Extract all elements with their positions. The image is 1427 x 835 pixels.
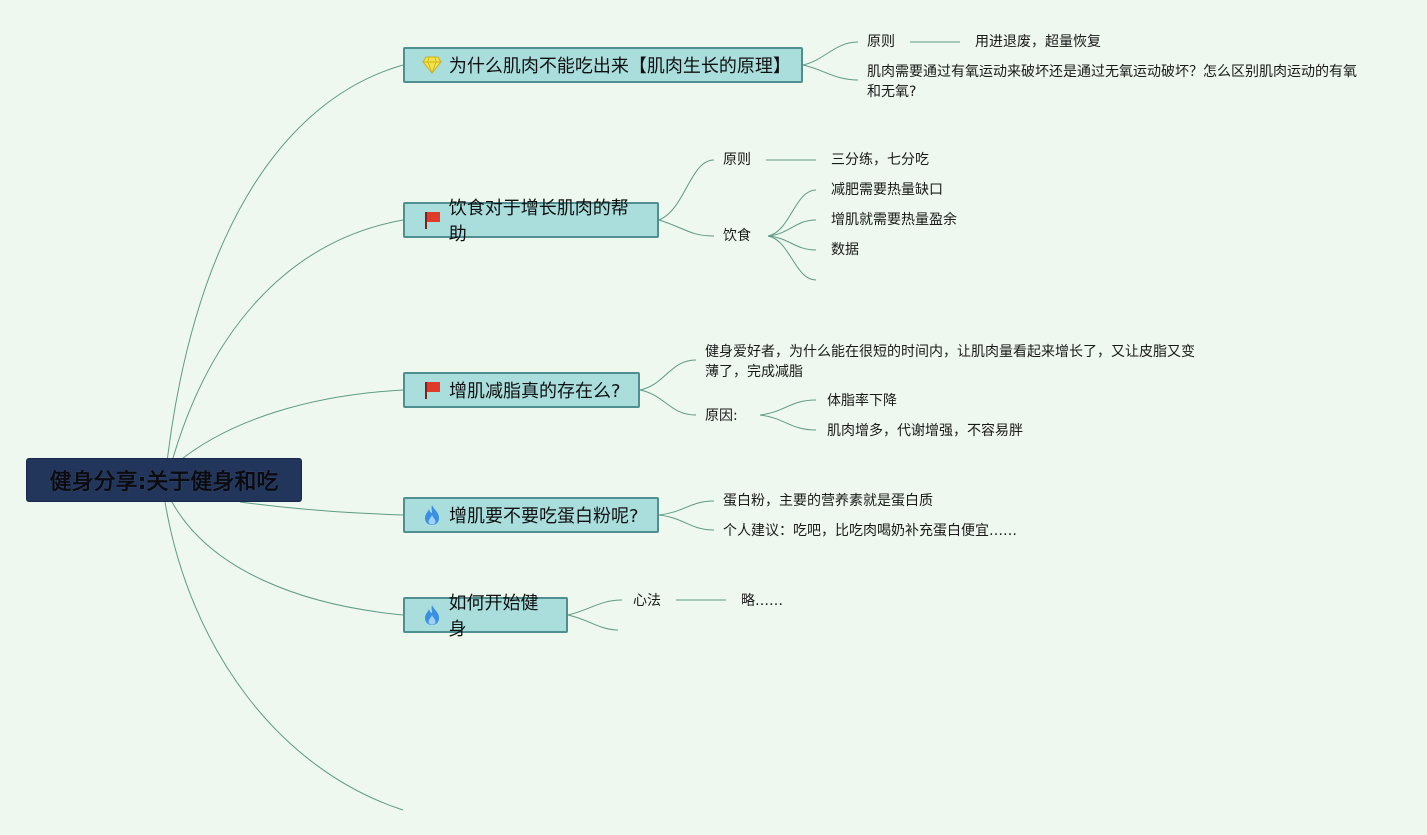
t5-mind-value[interactable]: 略…… bbox=[741, 593, 783, 609]
t3-statement[interactable]: 健身爱好者，为什么能在很短的时间内，让肌肉量看起来增长了，又让皮脂又变薄了，完成… bbox=[705, 344, 1195, 380]
red-flag-icon bbox=[421, 379, 443, 401]
topic-label: 为什么肌肉不能吃出来【肌肉生长的原理】 bbox=[448, 56, 791, 77]
link-t3-reason-2 bbox=[759, 414, 817, 431]
link-root-topic3 bbox=[177, 389, 404, 463]
t2-diet[interactable]: 饮食 bbox=[723, 228, 751, 244]
t3-reason-item[interactable]: 肌肉增多，代谢增强，不容易胖 bbox=[827, 423, 1023, 439]
t2-principle-value[interactable]: 三分练，七分吃 bbox=[831, 152, 929, 168]
link-t2-diet-3 bbox=[767, 235, 817, 251]
link-root-topic5 bbox=[171, 501, 404, 616]
topic-label: 如何开始健身 bbox=[448, 593, 539, 640]
link-t4-2 bbox=[658, 514, 715, 531]
link-root-empty bbox=[164, 501, 404, 811]
link-root-topic1 bbox=[164, 64, 404, 481]
topic-how-to-start[interactable]: 如何开始健身 bbox=[403, 593, 568, 640]
link-t2-diet-2 bbox=[767, 219, 817, 237]
link-t1-principle bbox=[802, 41, 859, 66]
t2-principle[interactable]: 原则 bbox=[723, 152, 751, 168]
topic-protein-powder[interactable]: 增肌要不要吃蛋白粉呢? bbox=[403, 497, 659, 533]
link-t1-question bbox=[802, 64, 859, 81]
topic-label: 饮食对于增长肌肉的帮助 bbox=[448, 198, 629, 245]
fire-icon bbox=[421, 604, 443, 626]
fire-icon bbox=[421, 504, 443, 526]
root-topic[interactable]: 健身分享:关于健身和吃 bbox=[26, 458, 302, 502]
root-topic-label: 健身分享:关于健身和吃 bbox=[49, 470, 279, 495]
link-root-topic2 bbox=[166, 219, 404, 481]
t1-principle-value[interactable]: 用进退废，超量恢复 bbox=[975, 34, 1101, 50]
t5-mind[interactable]: 心法 bbox=[633, 593, 661, 609]
t3-reason[interactable]: 原因: bbox=[705, 408, 738, 424]
link-t4-1 bbox=[658, 500, 715, 516]
topic-label: 增肌要不要吃蛋白粉呢? bbox=[449, 506, 639, 527]
link-t3-statement bbox=[639, 359, 697, 391]
link-root-topic4 bbox=[239, 501, 404, 516]
diamond-icon bbox=[421, 54, 443, 76]
red-flag-icon bbox=[421, 209, 443, 231]
topic-bulk-and-cut[interactable]: 增肌减脂真的存在么? bbox=[403, 372, 640, 408]
link-t2-diet-4 bbox=[767, 235, 817, 281]
t2-diet-item[interactable]: 增肌就需要热量盈余 bbox=[831, 212, 957, 228]
link-t3-reason-1 bbox=[759, 399, 817, 416]
t1-question[interactable]: 肌肉需要通过有氧运动来破坏还是通过无氧运动破坏？怎么区别肌肉运动的有氧和无氧? bbox=[867, 64, 1357, 100]
t2-diet-item[interactable]: 数据 bbox=[831, 242, 859, 258]
topic-muscle-growth-principle[interactable]: 为什么肌肉不能吃出来【肌肉生长的原理】 bbox=[403, 47, 803, 83]
t4-item[interactable]: 蛋白粉，主要的营养素就是蛋白质 bbox=[723, 493, 933, 509]
t3-reason-item[interactable]: 体脂率下降 bbox=[827, 393, 897, 409]
link-t2-diet-1 bbox=[767, 189, 817, 237]
link-t2-diet bbox=[658, 219, 715, 237]
t1-principle[interactable]: 原则 bbox=[867, 34, 895, 50]
topic-label: 增肌减脂真的存在么? bbox=[449, 381, 621, 402]
link-t5-empty bbox=[567, 614, 619, 631]
t2-diet-item[interactable]: 减肥需要热量缺口 bbox=[831, 182, 943, 198]
link-t2-principle bbox=[658, 159, 715, 221]
link-t5-mind bbox=[567, 599, 623, 616]
t4-item[interactable]: 个人建议：吃吧，比吃肉喝奶补充蛋白便宜…… bbox=[723, 523, 1017, 539]
topic-diet-help[interactable]: 饮食对于增长肌肉的帮助 bbox=[403, 198, 659, 245]
link-t3-reason bbox=[639, 389, 697, 416]
